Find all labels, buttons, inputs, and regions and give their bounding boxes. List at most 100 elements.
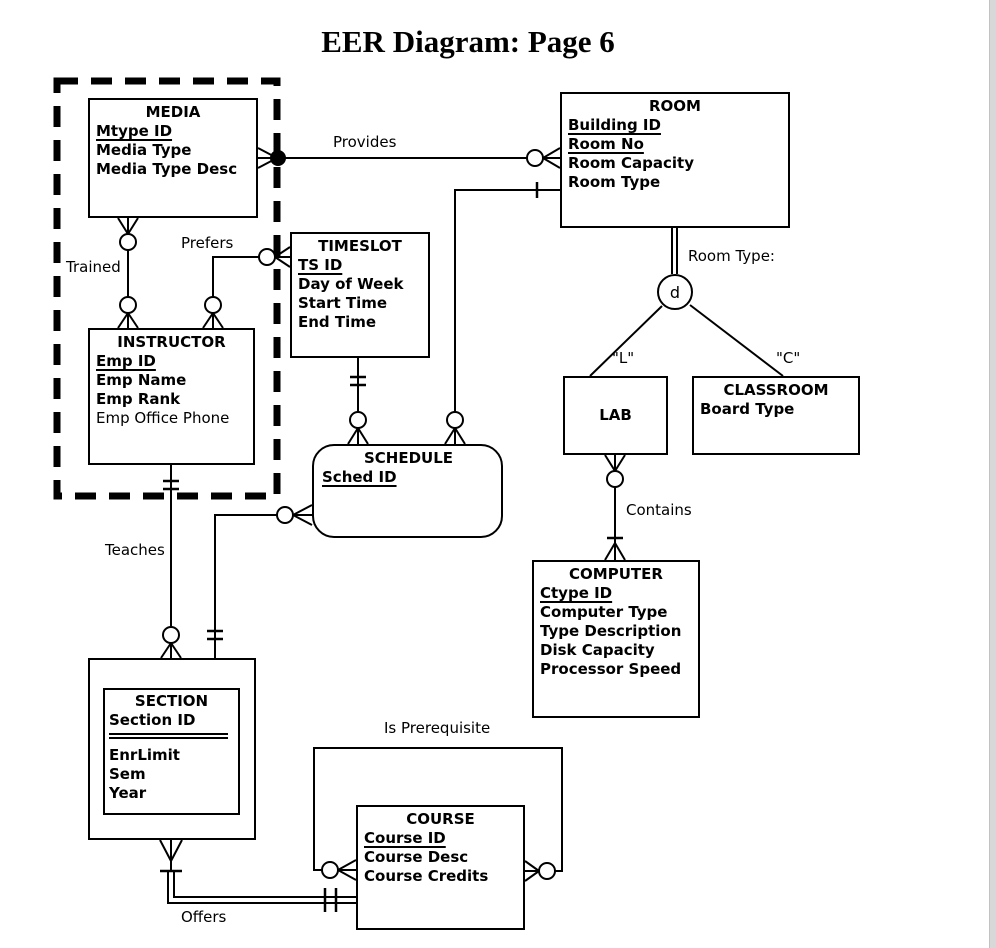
trained-connector bbox=[117, 217, 139, 329]
partial-key-divider bbox=[109, 733, 228, 739]
crowfoot-lab bbox=[604, 454, 626, 472]
attribute-emp-office-phone: Emp Office Phone bbox=[96, 409, 230, 427]
attribute-emp-rank: Emp Rank bbox=[96, 390, 181, 408]
entity-schedule[interactable]: SCHEDULE Sched ID bbox=[312, 444, 503, 538]
optional-circle bbox=[119, 233, 137, 251]
attribute-room-no: Room No bbox=[568, 135, 644, 153]
attribute-enrlimit: EnrLimit bbox=[109, 746, 180, 764]
attribute-course-credits: Course Credits bbox=[364, 867, 489, 885]
attribute-start-time: Start Time bbox=[298, 294, 388, 312]
crowfoot-course-left bbox=[337, 859, 357, 881]
attribute-year: Year bbox=[109, 784, 147, 802]
relationship-label-teaches: Teaches bbox=[105, 541, 165, 559]
optional-circle bbox=[276, 506, 294, 524]
attribute-emp-name: Emp Name bbox=[96, 371, 187, 389]
branch-lab bbox=[589, 305, 663, 377]
attribute-day-of-week: Day of Week bbox=[298, 275, 404, 293]
contains-connector bbox=[604, 454, 626, 561]
crowfoot-instructor bbox=[117, 312, 139, 329]
attribute-processor-speed: Processor Speed bbox=[540, 660, 682, 678]
double-line bbox=[168, 896, 356, 904]
entity-title: INSTRUCTOR bbox=[117, 333, 226, 351]
offers-connector bbox=[159, 839, 356, 912]
room-schedule-connector bbox=[444, 182, 560, 445]
is-prerequisite-connector bbox=[313, 747, 563, 882]
attribute-sem: Sem bbox=[109, 765, 146, 783]
entity-section[interactable]: SECTION Section ID EnrLimit Sem Year bbox=[103, 688, 240, 815]
optional-circle bbox=[538, 862, 556, 880]
crowfoot-schedule bbox=[444, 427, 466, 445]
attribute-media-type-desc: Media Type Desc bbox=[96, 160, 238, 178]
optional-circle bbox=[258, 248, 276, 266]
relationship-label-provides: Provides bbox=[333, 133, 397, 151]
subtype-code-lab: "L" bbox=[612, 349, 635, 367]
entity-title: COURSE bbox=[406, 810, 475, 828]
optional-circle bbox=[606, 470, 624, 488]
crowfoot-section bbox=[159, 839, 183, 862]
scrollbar[interactable] bbox=[989, 0, 996, 948]
timeslot-schedule-connector bbox=[347, 358, 369, 445]
double-bar bbox=[323, 888, 338, 912]
attribute-computer-type: Computer Type bbox=[540, 603, 668, 621]
disjoint-circle-label: d bbox=[669, 282, 681, 302]
discriminator-label: Room Type: bbox=[688, 247, 775, 265]
attribute-end-time: End Time bbox=[298, 313, 377, 331]
entity-title: SCHEDULE bbox=[363, 449, 454, 467]
entity-computer[interactable]: COMPUTER Ctype ID Computer Type Type Des… bbox=[532, 560, 700, 718]
entity-instructor[interactable]: INSTRUCTOR Emp ID Emp Name Emp Rank Emp … bbox=[88, 328, 255, 465]
entity-title: LAB bbox=[599, 406, 632, 424]
entity-course[interactable]: COURSE Course ID Course Desc Course Cred… bbox=[356, 805, 525, 930]
attribute-room-type: Room Type bbox=[568, 173, 661, 191]
attribute-room-capacity: Room Capacity bbox=[568, 154, 694, 172]
junction-dot bbox=[270, 150, 286, 166]
crowfoot-room bbox=[542, 147, 561, 169]
attribute-building-id: Building ID bbox=[568, 116, 661, 134]
attribute-board-type: Board Type bbox=[700, 400, 795, 418]
crowfoot-computer bbox=[604, 542, 626, 561]
dashed-frame bbox=[53, 77, 281, 500]
attribute-type-description: Type Description bbox=[540, 622, 682, 640]
entity-room[interactable]: ROOM Building ID Room No Room Capacity R… bbox=[560, 92, 790, 228]
entity-title: TIMESLOT bbox=[318, 237, 402, 255]
provides-connector bbox=[257, 147, 561, 169]
entity-timeslot[interactable]: TIMESLOT TS ID Day of Week Start Time En… bbox=[290, 232, 430, 358]
disjoint-circle[interactable]: d bbox=[657, 274, 693, 310]
double-line bbox=[671, 228, 678, 274]
relationship-label-offers: Offers bbox=[181, 908, 227, 926]
entity-lab[interactable]: LAB bbox=[563, 376, 668, 455]
page-title: EER Diagram: Page 6 bbox=[321, 24, 615, 59]
prefers-connector bbox=[202, 246, 291, 329]
double-line bbox=[167, 871, 175, 904]
optional-circle bbox=[526, 149, 544, 167]
branch-classroom bbox=[689, 304, 784, 377]
relationship-label-trained: Trained bbox=[66, 258, 121, 276]
crowfoot-schedule bbox=[292, 504, 313, 526]
entity-title: ROOM bbox=[649, 97, 701, 115]
attribute-sched-id: Sched ID bbox=[322, 468, 397, 486]
attribute-ctype-id: Ctype ID bbox=[540, 584, 613, 602]
optional-circle bbox=[204, 296, 222, 314]
subtype-code-classroom: "C" bbox=[776, 349, 801, 367]
attribute-ts-id: TS ID bbox=[298, 256, 343, 274]
entity-classroom[interactable]: CLASSROOM Board Type bbox=[692, 376, 860, 455]
double-bar bbox=[350, 375, 366, 387]
specialization-connector bbox=[589, 228, 784, 377]
entity-title: CLASSROOM bbox=[723, 381, 829, 399]
crowfoot-schedule bbox=[347, 427, 369, 445]
attribute-course-desc: Course Desc bbox=[364, 848, 469, 866]
double-bar bbox=[163, 479, 179, 491]
relationship-label-contains: Contains bbox=[626, 501, 692, 519]
relationship-label-is-prerequisite: Is Prerequisite bbox=[384, 719, 491, 737]
teaches-connector bbox=[160, 465, 182, 659]
crowfoot-instructor bbox=[202, 312, 224, 329]
optional-circle bbox=[321, 861, 339, 879]
attribute-media-type: Media Type bbox=[96, 141, 192, 159]
attribute-disk-capacity: Disk Capacity bbox=[540, 641, 655, 659]
optional-circle bbox=[349, 411, 367, 429]
crowfoot-section bbox=[160, 642, 182, 659]
entity-media[interactable]: MEDIA Mtype ID Media Type Media Type Des… bbox=[88, 98, 258, 218]
optional-circle bbox=[446, 411, 464, 429]
schedule-section-connector bbox=[207, 504, 313, 658]
